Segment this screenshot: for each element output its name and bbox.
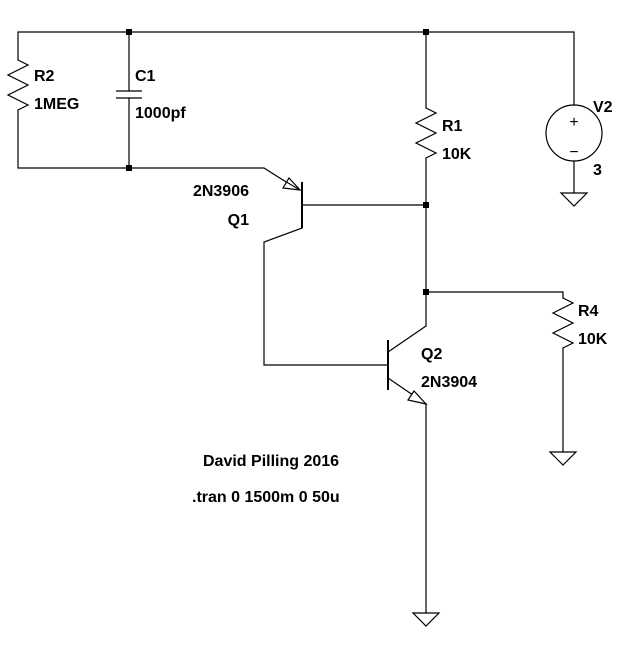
resistor-r4: R4 10K bbox=[551, 297, 608, 349]
wire-to-r4 bbox=[425, 291, 564, 299]
wire-top-rail bbox=[17, 31, 575, 106]
author-annotation: David Pilling 2016 bbox=[203, 453, 339, 470]
c1-value: 1000pf bbox=[135, 105, 186, 122]
ground-icon bbox=[559, 192, 589, 207]
q2-name: Q2 bbox=[421, 346, 442, 363]
r1-value: 10K bbox=[442, 146, 472, 163]
junction-dot bbox=[423, 29, 429, 35]
resistor-r1: R1 10K bbox=[414, 107, 472, 163]
junctions bbox=[126, 29, 429, 295]
minus-icon: − bbox=[569, 144, 578, 161]
npn-emitter-arrow-icon bbox=[407, 390, 428, 406]
r4-name: R4 bbox=[578, 303, 599, 320]
v2-value: 3 bbox=[593, 162, 602, 179]
wires bbox=[17, 31, 575, 614]
junction-dot bbox=[126, 165, 132, 171]
ground-icon bbox=[411, 612, 441, 627]
ground-icon bbox=[548, 451, 578, 466]
wire-rc-to-q1 bbox=[17, 109, 284, 181]
junction-dot bbox=[423, 202, 429, 208]
transistor-q2-collector-lead bbox=[387, 325, 427, 353]
transistor-q1-pnp: 2N3906 Q1 bbox=[193, 177, 303, 229]
transistor-q1-emitter-lead bbox=[282, 179, 301, 191]
r1-name: R1 bbox=[442, 118, 463, 135]
q2-model: 2N3904 bbox=[421, 374, 477, 391]
r4-value: 10K bbox=[578, 331, 608, 348]
resistor-r2-zigzag bbox=[6, 59, 30, 111]
resistor-r4-zigzag bbox=[551, 297, 575, 349]
resistor-r2: R2 1MEG bbox=[6, 59, 79, 113]
voltage-source-v2-circle bbox=[545, 104, 603, 162]
spice-directive: .tran 0 1500m 0 50u bbox=[192, 489, 340, 506]
transistor-q2-npn: Q2 2N3904 bbox=[387, 325, 477, 406]
r2-value: 1MEG bbox=[34, 96, 79, 113]
r2-name: R2 bbox=[34, 68, 55, 85]
q1-name: Q1 bbox=[228, 212, 249, 229]
wire-q1-collector bbox=[263, 227, 389, 366]
v2-name: V2 bbox=[593, 99, 613, 116]
c1-name: C1 bbox=[135, 68, 156, 85]
q1-model: 2N3906 bbox=[193, 183, 249, 200]
junction-dot bbox=[423, 289, 429, 295]
resistor-r1-zigzag bbox=[414, 107, 438, 159]
capacitor-c1: C1 1000pf bbox=[116, 68, 186, 122]
voltage-source-v2: + − V2 3 bbox=[545, 99, 613, 179]
junction-dot bbox=[126, 29, 132, 35]
plus-icon: + bbox=[569, 114, 578, 131]
